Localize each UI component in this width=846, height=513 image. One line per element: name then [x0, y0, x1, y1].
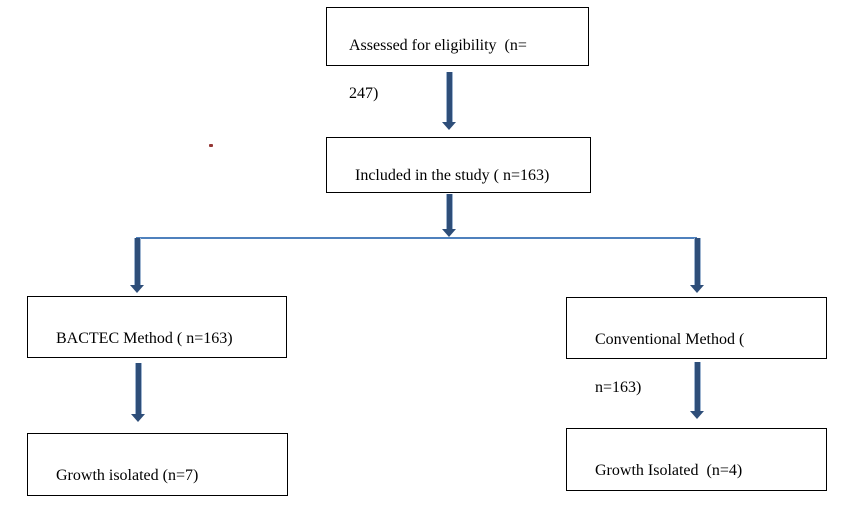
box-conventional-method: Conventional Method ( n=163)	[566, 297, 827, 396]
split-connector-line	[136, 237, 697, 239]
arrow-shaft	[693, 362, 701, 411]
down-arrow-icon	[442, 194, 456, 237]
box-growth-isolated-bactec-line1: Growth isolated (n=7)	[56, 467, 199, 484]
down-arrow-icon	[130, 238, 144, 293]
arrow-shaft	[133, 238, 141, 285]
arrow-head	[690, 411, 704, 419]
box-assessed-eligibility-line1: Assessed for eligibility (n=	[349, 37, 527, 54]
arrow-head	[442, 229, 456, 237]
box-included-in-study: Included in the study ( n=163)	[326, 137, 591, 193]
arrow-head	[130, 285, 144, 293]
arrow-shaft	[134, 363, 142, 414]
box-growth-isolated-conventional-line1: Growth Isolated (n=4)	[595, 462, 743, 479]
down-arrow-icon	[442, 72, 456, 130]
box-bactec-method-line1: BACTEC Method ( n=163)	[56, 330, 233, 347]
box-assessed-eligibility: Assessed for eligibility (n= 247)	[326, 7, 589, 102]
box-conventional-method-line2: n=163)	[595, 379, 642, 396]
box-included-in-study-line1: Included in the study ( n=163)	[355, 167, 550, 184]
arrow-shaft	[693, 238, 701, 285]
down-arrow-icon	[690, 362, 704, 419]
stray-dot	[209, 144, 213, 147]
arrow-shaft	[445, 194, 453, 229]
down-arrow-icon	[131, 363, 145, 422]
box-conventional-method-line1: Conventional Method (	[595, 331, 745, 348]
box-growth-isolated-conventional: Growth Isolated (n=4)	[566, 428, 827, 491]
arrow-head	[442, 122, 456, 130]
box-assessed-eligibility-line2: 247)	[349, 85, 379, 102]
arrow-shaft	[445, 72, 453, 122]
box-growth-isolated-bactec: Growth isolated (n=7)	[27, 433, 288, 496]
down-arrow-icon	[690, 238, 704, 293]
box-bactec-method: BACTEC Method ( n=163)	[27, 296, 287, 358]
arrow-head	[131, 414, 145, 422]
arrow-head	[690, 285, 704, 293]
